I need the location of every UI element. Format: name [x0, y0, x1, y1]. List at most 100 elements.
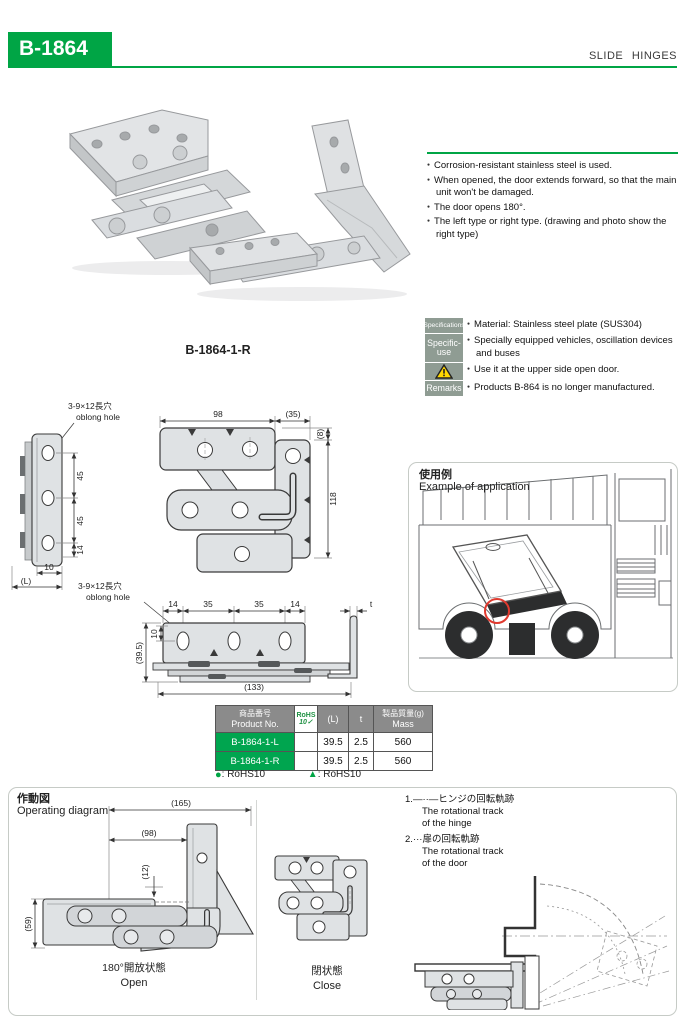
oblong-label-en: oblong hole [86, 592, 130, 602]
section-divider [256, 800, 257, 1000]
dim-10: 10 [44, 562, 54, 572]
feature-item: The door opens 180°. [427, 201, 678, 215]
note-hinge: 1.—··—ヒンジの回転軌跡 [405, 794, 671, 806]
note-jp: ヒンジの回転軌跡 [438, 794, 515, 805]
specifications-box: Specifications Material: Stainless steel… [423, 318, 678, 397]
table-row: B-1864-1-L 39.5 2.5 560 [215, 732, 433, 752]
side-view-drawing: 3-9×12長穴 oblong hole 45 45 14 10 (L) [11, 401, 120, 590]
spec-label-line: use [436, 347, 452, 357]
green-triangle-icon: ▲ [307, 769, 318, 780]
note-en: of the hinge [422, 817, 472, 829]
legend-text: : RoHS10 [317, 769, 362, 780]
category-title: SLIDE HINGES [588, 50, 677, 62]
open-caption-jp: 180°開放状態 [102, 962, 166, 974]
rohs-check-icon: ✓ [306, 719, 313, 726]
application-title-jp: 使用例 [419, 469, 452, 481]
dotted-line-icon: ··· [412, 834, 423, 845]
photo-caption: B-1864-1-R [185, 343, 251, 357]
note-en: The rotational track [422, 806, 504, 817]
dashdot-line-icon: —··— [412, 794, 439, 805]
col-l: (L) [317, 705, 349, 733]
rohs-logo: RoHS 10✓ [295, 712, 317, 726]
rohs-cell [294, 732, 318, 752]
note-number: 1. [405, 794, 413, 805]
dim-14a: 14 [168, 599, 178, 609]
col-mass-jp: 製品質量(g) [382, 709, 424, 718]
green-circle-icon: ● [215, 769, 222, 781]
rotation-notes: 1.—··—ヒンジの回転軌跡 The rotational track of t… [405, 794, 671, 869]
rohs-logo-10: 10 [299, 719, 307, 726]
dim-45a: 45 [75, 471, 85, 481]
rohs-legend: ●: RoHS10 ▲: RoHS10 [215, 769, 445, 781]
bus-illustration [418, 469, 673, 659]
application-example-box: 使用例 Example of application [408, 462, 678, 692]
dim-12: (12) [140, 864, 150, 879]
header-rule [8, 66, 677, 68]
product-no-cell: B-1864-1-L [215, 732, 295, 752]
spec-label: Remarks [425, 381, 463, 396]
col-product-no: 商品番号 Product No. [215, 705, 295, 733]
track-diagram [414, 876, 670, 1010]
spec-row-remarks: Remarks Products B-864 is no longer manu… [425, 381, 678, 396]
col-product-en: Product No. [231, 719, 279, 729]
note-door: 2.···扉の回転軌跡 [405, 834, 671, 846]
col-rohs: RoHS 10✓ [294, 705, 318, 733]
table-row: B-1864-1-R 39.5 2.5 560 [215, 751, 433, 771]
spec-label: Specific- use [425, 334, 463, 362]
rohs-logo-text: RoHS [296, 712, 316, 719]
mass-cell: 560 [373, 732, 433, 752]
operating-title-jp: 作動図 [17, 793, 50, 805]
close-caption-en: Close [312, 980, 342, 992]
operating-title-en: Operating diagram [17, 805, 109, 817]
dim-118: 118 [328, 492, 338, 506]
feature-item: The left type or right type. (drawing an… [427, 215, 678, 241]
spec-text: Material: Stainless steel plate (SUS304) [467, 318, 678, 332]
open-state-diagram: (165) (98) (12) (59) [23, 798, 254, 952]
front-view-drawing: 98 (35) (8) 118 [159, 409, 338, 573]
l-cell: 39.5 [317, 751, 349, 771]
bottom-view-drawing: 3-9×12長穴 oblong hole 14 35 35 14 t [78, 581, 373, 698]
mass-cell: 560 [373, 751, 433, 771]
col-product-jp: 商品番号 [239, 709, 271, 718]
spec-row-use: Specific- use Specially equipped vehicle… [425, 334, 678, 362]
dim-14b: 14 [290, 599, 300, 609]
application-title: 使用例 Example of application [419, 469, 530, 494]
note-en: of the door [422, 857, 468, 869]
dim-35b: 35 [254, 599, 264, 609]
spec-label-line: Specific- [427, 338, 461, 348]
open-caption-en: Open [120, 977, 148, 989]
dim-L: (L) [21, 576, 32, 586]
col-mass-en: Mass [392, 719, 414, 729]
warning-icon [425, 363, 463, 380]
dim-35p: (35) [285, 409, 300, 419]
dim-45b: 45 [75, 516, 85, 526]
legend-text: : RoHS10 [221, 769, 266, 780]
application-title-en: Example of application [419, 481, 530, 493]
oblong-label-jp: 3-9×12長穴 [78, 581, 122, 591]
note-jp: 扉の回転軌跡 [422, 834, 480, 845]
dim-98: 98 [213, 409, 223, 419]
feature-item: Corrosion-resistant stainless steel is u… [427, 159, 678, 173]
dim-10b: 10 [149, 629, 159, 639]
product-table: 商品番号 Product No. RoHS 10✓ (L) t 製品質量(g) … [215, 705, 433, 771]
spec-row-warning: Use it at the upper side open door. [425, 363, 678, 380]
dim-39-5: (39.5) [134, 642, 144, 664]
spec-text: Specially equipped vehicles, oscillation… [467, 334, 678, 360]
dim-35a: 35 [203, 599, 213, 609]
oblong-label-jp: 3-9×12長穴 [68, 401, 112, 411]
product-photo [69, 109, 411, 301]
dim-14: 14 [75, 545, 85, 555]
l-cell: 39.5 [317, 732, 349, 752]
operating-title: 作動図 Operating diagram [17, 793, 108, 818]
spec-text: Use it at the upper side open door. [467, 363, 678, 377]
note-number: 2. [405, 834, 413, 845]
feature-rule [427, 152, 678, 154]
dim-t: t [370, 599, 373, 609]
product-no-cell: B-1864-1-R [215, 751, 295, 771]
close-caption-jp: 閉状態 [311, 965, 343, 977]
spec-label: Specifications [423, 318, 465, 333]
spec-row-material: Specifications Material: Stainless steel… [423, 318, 678, 333]
dim-133: (133) [244, 682, 264, 692]
col-mass: 製品質量(g) Mass [373, 705, 433, 733]
